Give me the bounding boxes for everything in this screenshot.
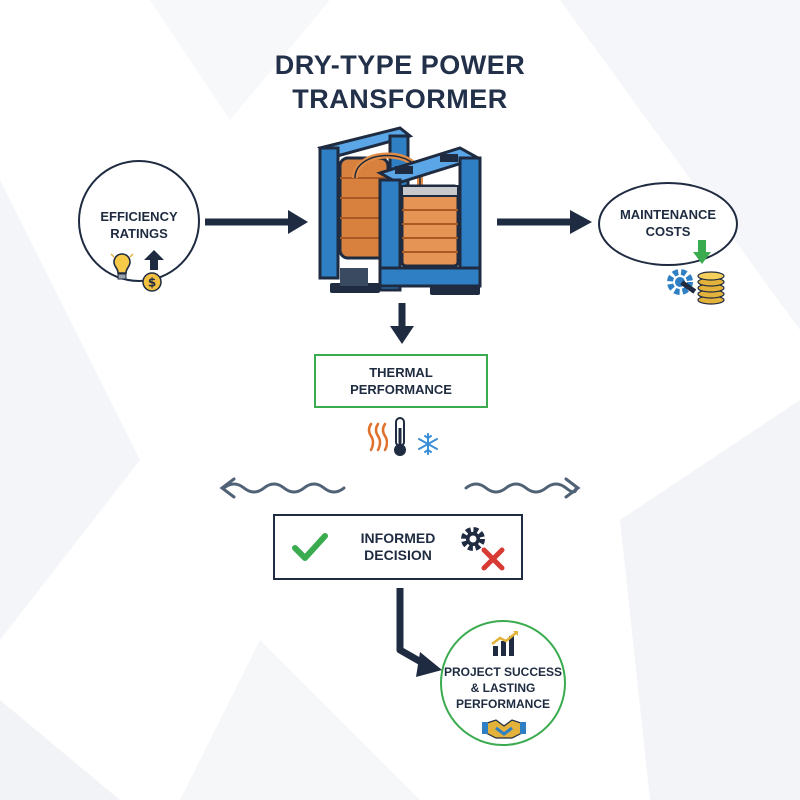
project-success-label: PROJECT SUCCESS & LASTING PERFORMANCE [440, 664, 566, 712]
handshake-icon [482, 719, 526, 739]
maintenance-costs-label: MAINTENANCE COSTS [598, 206, 738, 240]
dollar-coin-icon: $ [142, 272, 162, 292]
down-arrow-icon [693, 240, 711, 264]
maintenance-label-line-2: COSTS [645, 224, 691, 239]
thermal-label-line-2: PERFORMANCE [350, 382, 452, 397]
gear-icon [461, 527, 485, 551]
coin-stack-icon [697, 271, 725, 305]
heat-waves-icon [367, 422, 388, 452]
lightbulb-icon [110, 253, 134, 280]
success-label-line-3: PERFORMANCE [455, 697, 550, 711]
page-title: DRY-TYPE POWER TRANSFORMER [200, 48, 600, 116]
efficiency-ratings-label: EFFICIENCY RATINGS [78, 208, 200, 242]
maintenance-costs-node [598, 182, 738, 266]
decision-label-line-2: DECISION [364, 547, 432, 563]
wavy-arrow-right [464, 477, 581, 499]
gear-wrench-icon [667, 269, 697, 295]
title-line-1: DRY-TYPE POWER [274, 50, 526, 80]
x-mark-icon [481, 547, 505, 571]
efficiency-label-line-1: EFFICIENCY [100, 209, 178, 224]
arrow-transformer-to-maintenance [497, 210, 592, 234]
success-label-line-2: & LASTING [470, 681, 536, 695]
efficiency-ratings-node [78, 160, 200, 282]
informed-decision-label: INFORMED DECISION [338, 530, 458, 564]
transformer-icon [317, 126, 482, 295]
success-label-line-1: PROJECT SUCCESS [443, 665, 563, 679]
maintenance-label-line-1: MAINTENANCE [619, 207, 717, 222]
arrow-decision-to-success [396, 588, 442, 677]
decision-label-line-1: INFORMED [360, 530, 436, 546]
checkmark-icon [292, 533, 328, 561]
bar-chart-icon [491, 631, 518, 656]
thermometer-icon [394, 417, 406, 456]
svg-text:$: $ [148, 276, 156, 290]
efficiency-label-line-2: RATINGS [110, 226, 168, 241]
thermal-performance-label: THERMAL PERFORMANCE [314, 364, 488, 398]
thermal-label-line-1: THERMAL [369, 365, 433, 380]
title-line-2: TRANSFORMER [292, 84, 508, 114]
arrow-efficiency-to-transformer [205, 210, 308, 234]
snowflake-icon [418, 433, 438, 455]
up-arrow-icon [144, 250, 164, 270]
thermal-performance-box [314, 354, 488, 408]
arrow-transformer-to-thermal [390, 303, 414, 344]
wavy-arrow-left [219, 477, 346, 499]
